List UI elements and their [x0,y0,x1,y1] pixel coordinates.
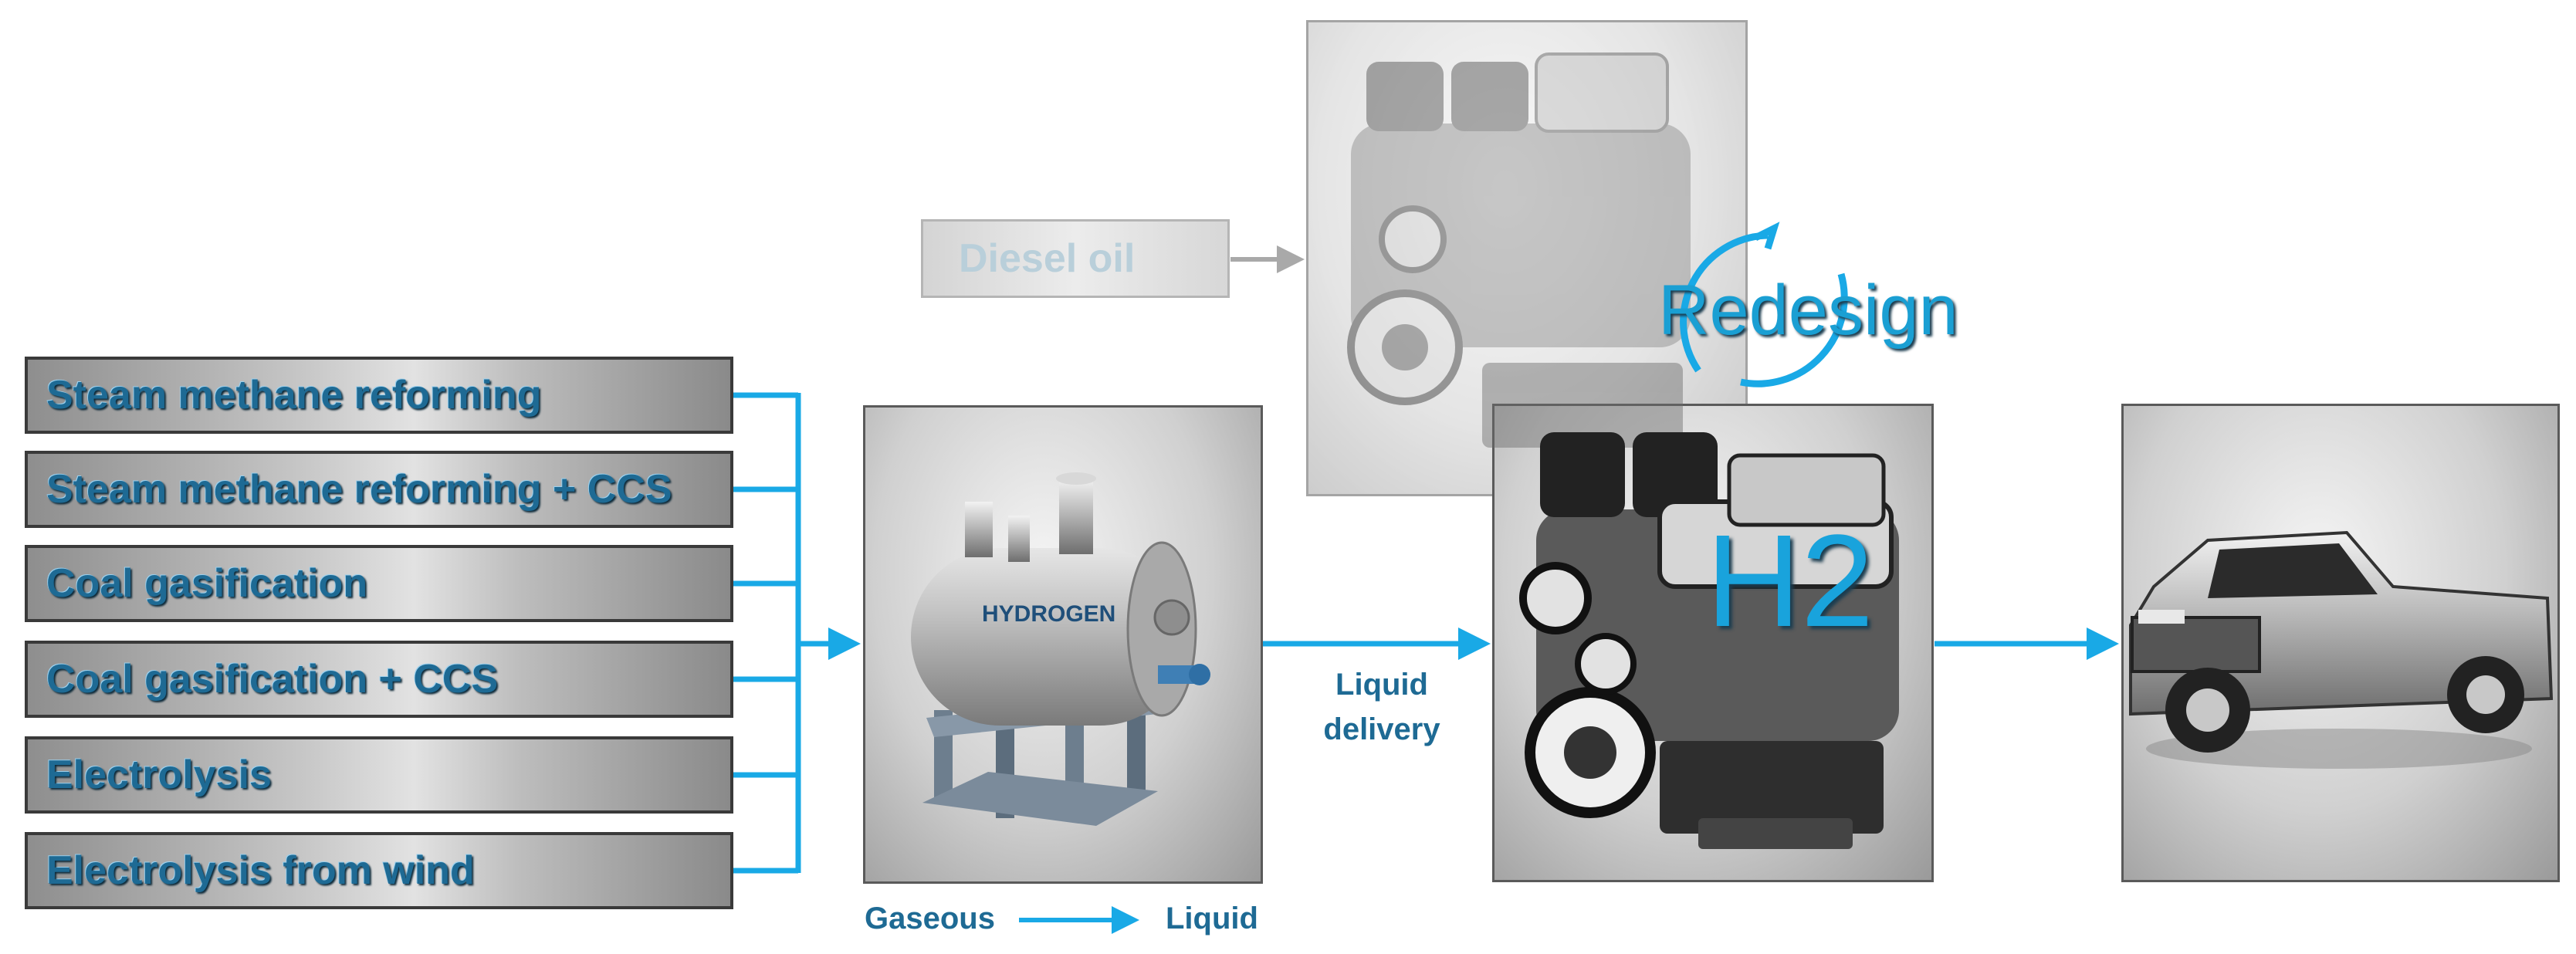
liquid-delivery-label: Liquid delivery [1266,662,1498,752]
pickup-truck-icon [2129,530,2554,769]
liquid-delivery-text: Liquid delivery [1323,668,1440,746]
engine-icon [1519,432,1899,849]
pathway-label: Steam methane reforming + CCS [46,467,672,512]
pathway-label: Coal gasification + CCS [46,657,499,702]
diesel-oil-box: Diesel oil [921,219,1230,298]
pathway-coal-gasification: Coal gasification [25,545,733,622]
pathway-bracket [733,392,801,874]
pathway-label: Steam methane reforming [46,373,542,418]
state-gaseous-label: Gaseous [865,902,995,935]
pathway-electrolysis: Electrolysis [25,736,733,814]
old-engine-icon [1347,52,1691,448]
pathway-steam-methane-reforming: Steam methane reforming [25,357,733,434]
pathway-steam-methane-reforming-ccs: Steam methane reforming + CCS [25,451,733,528]
h2-label: H2 [1706,508,1874,655]
pathway-label: Electrolysis from wind [46,848,475,893]
diesel-oil-label: Diesel oil [959,236,1136,281]
pathway-label: Electrolysis [46,753,272,797]
tank-label: HYDROGEN [982,601,1115,627]
redesign-label: Redesign [1658,271,1958,350]
hydrogen-tank-icon: HYDROGEN [911,472,1210,826]
pathway-label: Coal gasification [46,561,368,606]
pathway-coal-gasification-ccs: Coal gasification + CCS [25,641,733,718]
pathway-electrolysis-from-wind: Electrolysis from wind [25,832,733,909]
redesign-cycle-icon [1680,222,1848,387]
state-liquid-label: Liquid [1166,902,1258,935]
